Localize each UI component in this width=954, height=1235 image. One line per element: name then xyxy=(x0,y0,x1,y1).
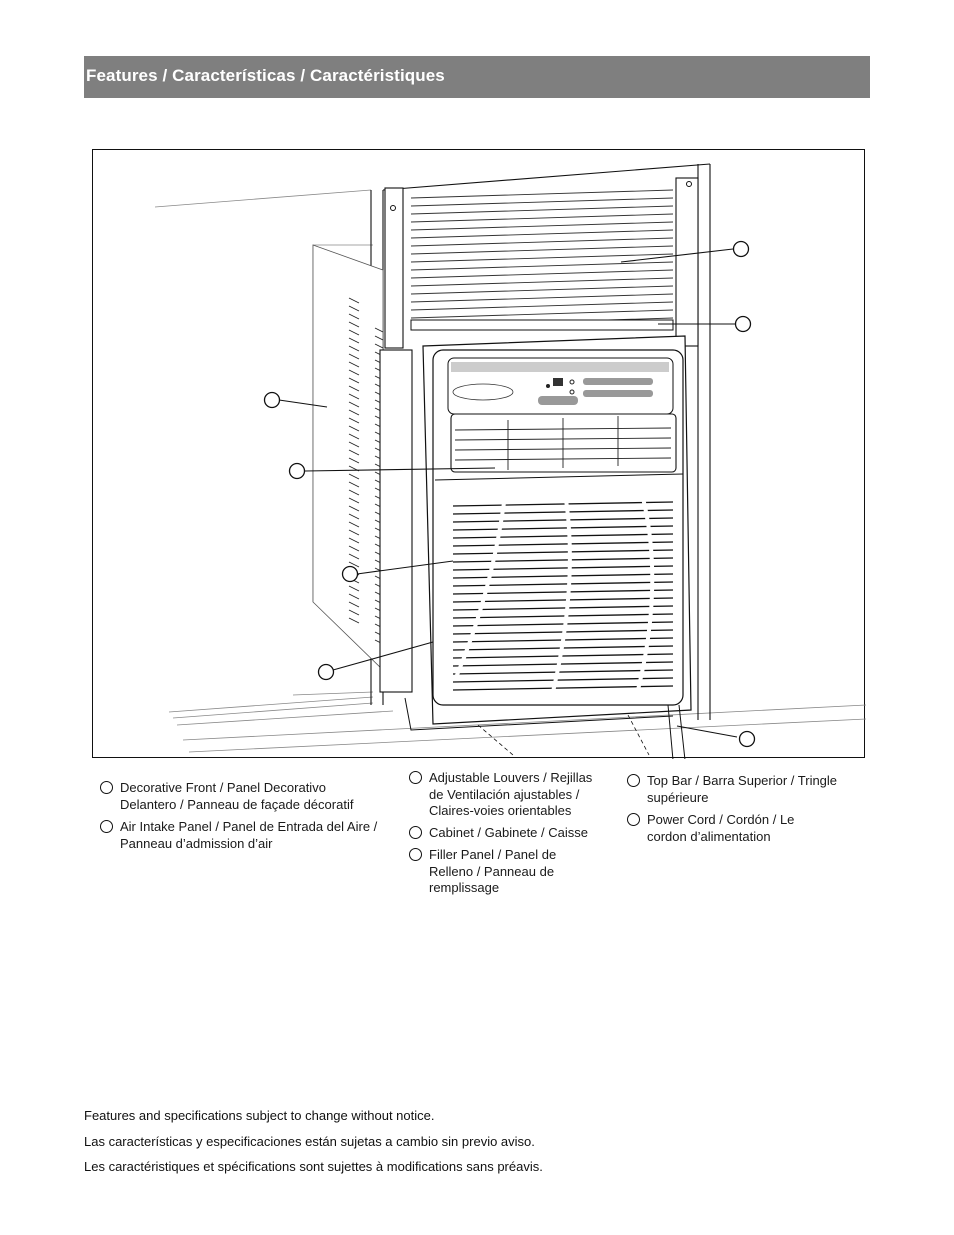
air-conditioner-drawing xyxy=(154,163,866,759)
callout-circle-icon xyxy=(100,781,113,794)
section-header-bar: Features / Características / Caractérist… xyxy=(84,56,870,98)
section-title: Features / Características / Caractérist… xyxy=(86,66,445,85)
callout-circle-icon xyxy=(627,813,640,826)
callout-circle-icon xyxy=(627,774,640,787)
callout-circle-icon xyxy=(409,848,422,861)
footer-note-spanish: Las características y especificaciones e… xyxy=(84,1134,535,1149)
footer-note-english: Features and specifications subject to c… xyxy=(84,1108,435,1123)
callout-circle-icon xyxy=(100,820,113,833)
callout-circle-icon xyxy=(409,771,422,784)
footer-note-french: Les caractéristiques et spécifications s… xyxy=(84,1159,543,1174)
callout-circle-icon xyxy=(409,826,422,839)
air-conditioner-illustration xyxy=(92,149,866,759)
